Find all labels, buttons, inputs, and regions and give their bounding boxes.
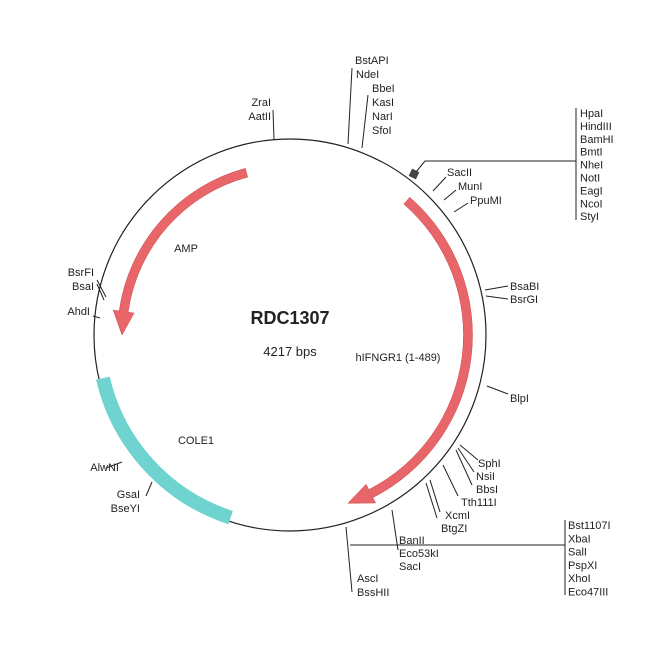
site-label: XhoI [568,573,591,585]
site-lines [92,67,577,595]
site-label: BanII [399,535,425,547]
plasmid-name: RDC1307 [250,308,329,328]
site-label: SalI [568,547,587,559]
hifngr1-arrow [347,196,473,504]
site-label: BbeI [372,83,395,95]
site-label: NarI [372,111,393,123]
site-label: BseYI [111,503,140,515]
cole1-label: COLE1 [178,435,214,447]
site-label: XbaI [568,533,591,545]
site-label: StyI [580,211,599,223]
hifngr1-label: hIFNGR1 (1-489) [356,352,441,364]
site-label: SacI [399,561,421,573]
site-label: NcoI [580,198,603,210]
site-label: BstAPI [355,55,389,67]
site-label: PpuMI [470,195,502,207]
amp-label: AMP [174,243,198,255]
site-label: AlwNI [90,462,119,474]
site-label: SphI [478,458,501,470]
site-label: AatII [248,111,271,123]
site-label: Bst1107I [568,520,611,532]
site-label: NdeI [356,69,379,81]
site-label: NheI [580,160,603,172]
site-label: SfoI [372,125,392,137]
site-label: NotI [580,173,600,185]
site-label: HindIII [580,121,612,133]
site-labels: ZraI AatII BstAPI NdeI BbeI KasI NarI Sf… [67,55,613,599]
site-label: BsaBI [510,281,539,293]
site-label: EagI [580,185,603,197]
site-label: AhdI [67,306,90,318]
site-label: MunI [458,181,482,193]
site-label: PspXI [568,560,597,572]
site-label: BsrFI [68,267,94,279]
site-label: BsrGI [510,294,538,306]
site-label: Eco47III [568,587,608,599]
site-label: ZraI [251,97,271,109]
site-label: Eco53kI [399,548,439,560]
site-label: NsiI [476,471,495,483]
site-label: BamHI [580,134,614,146]
plasmid-size: 4217 bps [263,344,317,359]
backbone-circle [93,138,487,532]
cole1-feature [96,376,233,525]
site-label: KasI [372,97,394,109]
site-label: AscI [357,573,378,585]
amp-arrow [112,168,248,336]
site-label: BbsI [476,484,498,496]
site-label: BssHII [357,587,389,599]
site-label: XcmI [445,510,470,522]
site-label: GsaI [117,489,140,501]
site-label: SacII [447,167,472,179]
site-label: BmtI [580,147,603,159]
site-label: Tth111I [461,497,497,509]
site-label: HpaI [580,108,603,120]
site-label: BtgZI [441,523,467,535]
site-label: BlpI [510,393,529,405]
site-label: BsaI [72,281,94,293]
